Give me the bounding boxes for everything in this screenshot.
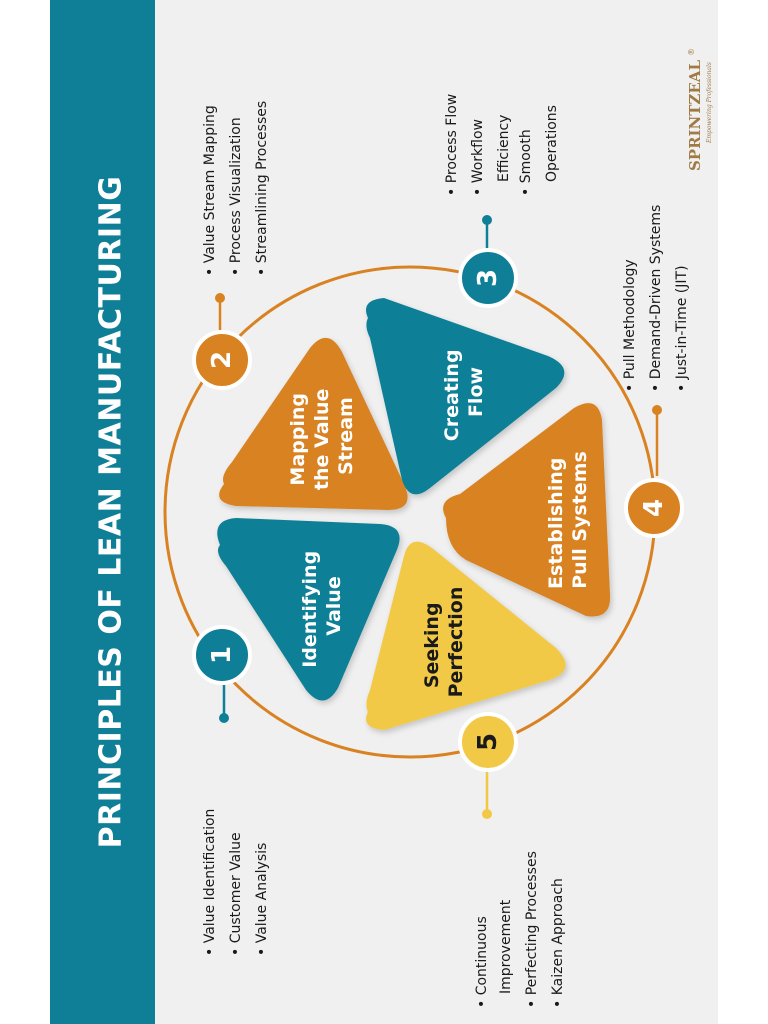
principle-5-bullets: • Continuous Improvement • Perfecting Pr… [474, 851, 566, 1008]
badge-5-number: 5 [473, 733, 503, 751]
principle-2-bullets: • Value Stream Mapping • Process Visuali… [202, 101, 270, 276]
segment-label-mapping-value-stream: Mapping the Value Stream [287, 382, 357, 490]
connector-1-dot [219, 713, 229, 723]
bullet-item: • Kaizen Approach [550, 878, 566, 1008]
connector-4-dot [652, 405, 662, 415]
badge-2: 2 [192, 330, 252, 390]
connector-2-dot [215, 293, 225, 303]
bullet-item: • Streamlining Processes [254, 101, 270, 276]
title-banner [50, 0, 155, 1024]
badge-4-number: 4 [639, 499, 669, 517]
segment-label-identifying-value: Identifying Value [299, 544, 345, 668]
segment-label-seeking-perfection: Seeking Perfection [421, 587, 467, 698]
segment-seeking-perfection [366, 541, 566, 730]
segments [217, 298, 611, 730]
bullet-item: • Value Analysis [254, 843, 270, 956]
bullet-item: • Process Flow [444, 94, 460, 196]
badge-4: 4 [624, 478, 684, 538]
badge-2-number: 2 [207, 351, 237, 369]
bullet-item: • Value Identification [202, 809, 218, 956]
principle-3-bullets: • Process Flow • Workflow Efficiency • S… [444, 94, 560, 196]
bullet-item: • Workflow [470, 119, 486, 196]
connector-5-dot [482, 809, 492, 819]
badge-3: 3 [458, 248, 518, 308]
connectors [215, 215, 662, 819]
badge-1-number: 1 [207, 646, 237, 664]
bullet-item: • Perfecting Processes [524, 851, 540, 1008]
segment-creating-flow [366, 298, 565, 495]
principle-1-bullets: • Value Identification • Customer Value … [202, 809, 270, 956]
segment-mapping-value-stream [219, 337, 408, 510]
bullet-item: • Customer Value [228, 832, 244, 956]
bullet-item: • Pull Methodology [622, 259, 638, 392]
bullet-item: Improvement [498, 899, 514, 994]
segment-identifying-value [217, 518, 400, 701]
badge-5: 5 [458, 712, 518, 772]
bullet-item: • Just-in-Time (JIT) [674, 265, 690, 392]
brand-logo: SPRINTZEAL ® Empowering Professionals [686, 48, 713, 171]
principle-4-bullets: • Pull Methodology • Demand-Driven Syste… [622, 205, 690, 392]
logo-tagline: Empowering Professionals [706, 62, 713, 144]
segment-label-creating-flow: Creating Flow [441, 343, 487, 441]
bullet-item: • Demand-Driven Systems [648, 205, 664, 392]
connector-3-dot [482, 215, 492, 225]
logo-wordmark: SPRINTZEAL [686, 60, 704, 171]
segment-establishing-pull-systems [443, 403, 611, 617]
segment-labels: Identifying Value Mapping the Value Stre… [287, 343, 591, 698]
badge-3-number: 3 [473, 269, 503, 287]
logo-registered-mark: ® [687, 48, 696, 56]
number-badges: 1 2 3 4 5 [192, 248, 684, 772]
segment-label-establishing-pull-systems: Establishing Pull Systems [545, 451, 591, 589]
badge-1: 1 [192, 625, 252, 685]
bullet-item: • Continuous [474, 916, 490, 1008]
bullet-item: Operations [544, 105, 560, 182]
bullet-item: • Value Stream Mapping [202, 105, 218, 276]
bullet-item: Efficiency [496, 115, 512, 182]
infographic-card [50, 0, 718, 1024]
page-title: PRINCIPLES OF LEAN MANUFACTURING [94, 176, 129, 849]
bullet-item: • Process Visualization [228, 117, 244, 276]
bullet-item: • Smooth [518, 129, 534, 196]
